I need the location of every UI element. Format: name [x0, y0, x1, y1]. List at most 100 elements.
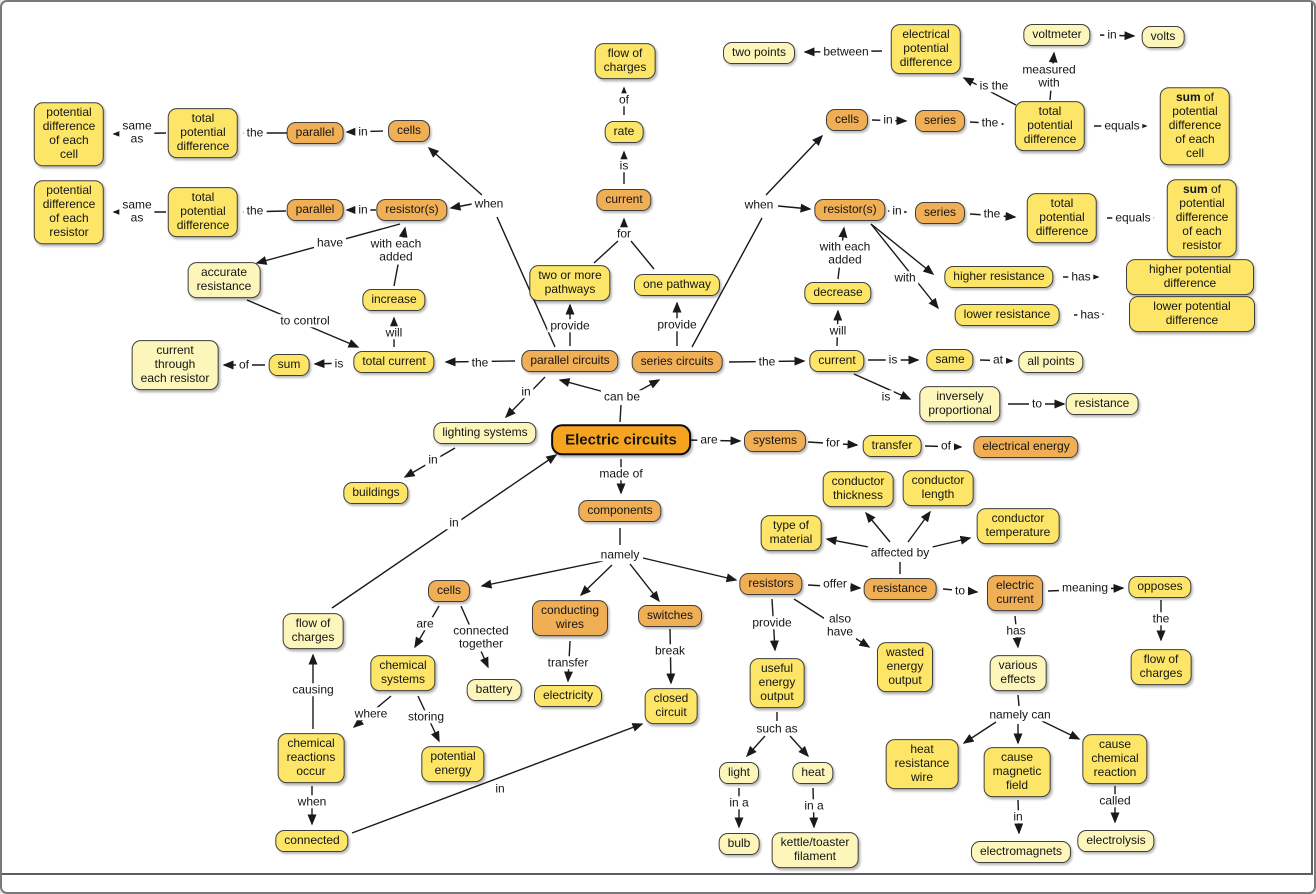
node-electricity[interactable]: electricity	[533, 685, 603, 707]
node-flow-of-charges-right[interactable]: flow of charges	[1130, 649, 1192, 685]
edge-label-the: the	[980, 206, 1004, 221]
edge-line	[825, 536, 875, 549]
node-cells-component[interactable]: cells	[427, 580, 471, 602]
edge-line	[870, 223, 939, 310]
node-switches[interactable]: switches	[637, 605, 703, 627]
node-flow-of-charges-left[interactable]: flow of charges	[282, 613, 344, 649]
node-volts[interactable]: volts	[1141, 26, 1185, 48]
node-resistance-inverse[interactable]: resistance	[1065, 393, 1139, 415]
node-electrolysis[interactable]: electrolysis	[1077, 830, 1155, 852]
node-transfer[interactable]: transfer	[862, 435, 922, 457]
node-same[interactable]: same	[926, 349, 974, 371]
node-battery[interactable]: battery	[466, 679, 522, 701]
node-chemical-reactions-occur[interactable]: chemical reactions occur	[277, 733, 345, 783]
node-conductor-temperature[interactable]: conductor temperature	[976, 508, 1060, 544]
node-heat-resistance-wire[interactable]: heat resistance wire	[885, 739, 959, 789]
node-bulb[interactable]: bulb	[718, 833, 760, 855]
node-components[interactable]: components	[578, 500, 662, 522]
edge-label-provide: provide	[654, 317, 700, 332]
node-light[interactable]: light	[718, 762, 760, 784]
node-lower-resistance[interactable]: lower resistance	[954, 304, 1060, 326]
node-increase[interactable]: increase	[362, 289, 426, 311]
node-parallel-resistors[interactable]: parallel	[286, 199, 344, 221]
node-various-effects[interactable]: various effects	[989, 655, 1047, 691]
edge-label-in: in	[889, 203, 905, 218]
node-higher-potential-difference[interactable]: higher potential difference	[1126, 259, 1254, 295]
node-conductor-length[interactable]: conductor length	[902, 470, 974, 506]
node-total-potential-difference-parallel-cells[interactable]: total potential difference	[167, 108, 239, 158]
edge-line	[1017, 694, 1020, 707]
node-higher-resistance[interactable]: higher resistance	[944, 266, 1054, 288]
node-resistance-offered[interactable]: resistance	[863, 578, 937, 600]
node-wasted-energy-output[interactable]: wasted energy output	[876, 642, 934, 692]
node-potential-difference-of-each-cell[interactable]: potential difference of each cell	[33, 102, 105, 166]
node-resistors-series[interactable]: resistor(s)	[814, 199, 886, 221]
node-flow-of-charges-top[interactable]: flow of charges	[594, 43, 656, 79]
node-two-or-more-pathways[interactable]: two or more pathways	[529, 265, 611, 301]
edge-line	[962, 721, 997, 744]
node-sum-pd-each-resistor[interactable]: sum of potential difference of each resi…	[1166, 179, 1238, 257]
node-voltmeter[interactable]: voltmeter	[1023, 24, 1091, 46]
edge-label-in: in	[446, 515, 462, 530]
node-series-resistors[interactable]: series	[914, 202, 966, 224]
node-parallel-circuits[interactable]: parallel circuits	[521, 350, 619, 372]
node-series-circuits[interactable]: series circuits	[631, 351, 723, 373]
edge-label-in-a: in a	[801, 798, 827, 813]
node-current-through-each-resistor[interactable]: current through each resistor	[131, 340, 219, 390]
node-conducting-wires[interactable]: conducting wires	[531, 600, 609, 636]
node-total-potential-difference-series-resistors[interactable]: total potential difference	[1026, 193, 1098, 243]
node-chemical-systems[interactable]: chemical systems	[370, 655, 436, 691]
node-total-potential-difference-series-cells[interactable]: total potential difference	[1014, 101, 1086, 151]
node-inversely-proportional[interactable]: inversely proportional	[919, 386, 1001, 422]
node-electric-circuits[interactable]: Electric circuits	[551, 424, 691, 456]
node-useful-energy-output[interactable]: useful energy output	[749, 658, 805, 708]
node-cells-parallel[interactable]: cells	[387, 120, 431, 142]
node-opposes[interactable]: opposes	[1128, 576, 1192, 598]
canvas-bottom-border	[2, 873, 1313, 875]
node-conductor-thickness[interactable]: conductor thickness	[822, 471, 894, 507]
node-lighting-systems[interactable]: lighting systems	[433, 422, 537, 444]
node-rate[interactable]: rate	[604, 121, 644, 143]
node-connected[interactable]: connected	[275, 830, 349, 852]
node-electric-current[interactable]: electric current	[986, 575, 1044, 611]
node-one-pathway[interactable]: one pathway	[633, 274, 721, 296]
node-type-of-material[interactable]: type of material	[760, 515, 822, 551]
node-cause-magnetic-field[interactable]: cause magnetic field	[983, 747, 1051, 797]
edge-label-for: for	[822, 435, 844, 450]
node-current-top[interactable]: current	[596, 189, 652, 211]
node-resistors-parallel[interactable]: resistor(s)	[376, 199, 448, 221]
node-cause-chemical-reaction[interactable]: cause chemical reaction	[1082, 734, 1148, 784]
node-current-series[interactable]: current	[809, 350, 865, 372]
node-total-current[interactable]: total current	[353, 351, 435, 373]
node-systems[interactable]: systems	[743, 430, 807, 452]
node-all-points[interactable]: all points	[1018, 351, 1084, 373]
node-electrical-energy[interactable]: electrical energy	[973, 436, 1079, 458]
edge-label-is: is	[331, 356, 347, 371]
node-accurate-resistance[interactable]: accurate resistance	[187, 262, 261, 298]
node-cells-series[interactable]: cells	[825, 109, 869, 131]
node-potential-energy[interactable]: potential energy	[421, 746, 485, 782]
edge-label-in: in	[492, 781, 508, 796]
node-two-points[interactable]: two points	[722, 42, 796, 64]
edge-line	[496, 216, 556, 348]
node-potential-difference-of-each-resistor[interactable]: potential difference of each resistor	[33, 180, 105, 244]
edge-label-has: has	[1068, 269, 1094, 284]
node-sum-pd-each-cell[interactable]: sum of potential difference of each cell	[1159, 87, 1231, 165]
node-resistors-component[interactable]: resistors	[739, 573, 803, 595]
node-total-potential-difference-parallel-resistors[interactable]: total potential difference	[167, 187, 239, 237]
node-series-cells[interactable]: series	[914, 110, 966, 132]
node-lower-potential-difference[interactable]: lower potential difference	[1129, 296, 1255, 332]
node-heat[interactable]: heat	[792, 762, 834, 784]
node-parallel-cells[interactable]: parallel	[286, 122, 344, 144]
node-buildings[interactable]: buildings	[343, 482, 409, 504]
node-kettle-toaster-filament[interactable]: kettle/toaster filament	[771, 832, 859, 868]
node-closed-circuit[interactable]: closed circuit	[644, 688, 698, 724]
canvas-right-border	[1311, 2, 1313, 873]
node-sum[interactable]: sum	[268, 354, 310, 376]
edge-line	[907, 510, 931, 543]
node-electromagnets[interactable]: electromagnets	[970, 841, 1072, 863]
node-electrical-potential-difference[interactable]: electrical potential difference	[890, 24, 962, 74]
node-decrease[interactable]: decrease	[804, 282, 872, 304]
